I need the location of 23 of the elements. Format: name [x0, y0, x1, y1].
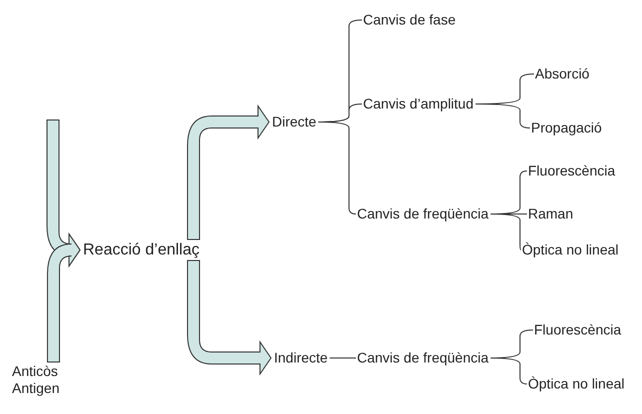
node-label: Fluorescència — [528, 162, 616, 180]
node-label: Canvis d’amplitud — [363, 96, 474, 112]
brace-line — [490, 358, 528, 384]
block-arrow — [187, 106, 270, 240]
node-label: Reacció d’enllaç — [83, 240, 200, 260]
node-label: Òptica no lineal — [528, 376, 625, 392]
brace-line — [490, 214, 522, 250]
node-label: Canvis de freqüència — [357, 350, 489, 366]
node-label: Anticòs — [12, 363, 59, 380]
node-label: Canvis de fase — [363, 12, 456, 28]
block-arrow — [187, 260, 272, 374]
node-label: Propagació — [531, 120, 602, 136]
node-label: Absorció — [535, 66, 590, 82]
node-label: Indirecte — [274, 350, 328, 366]
brace-line — [475, 104, 530, 128]
brace-line — [318, 122, 356, 214]
block-arrow — [46, 234, 80, 362]
node-label: Fluorescència — [534, 322, 622, 338]
node-label: Raman — [528, 206, 574, 222]
node-label: Antigen — [12, 380, 60, 397]
node-label: Canvis de freqüència — [357, 206, 489, 222]
node-label: Directe — [272, 114, 316, 130]
node-label: Òptica no lineal — [522, 242, 619, 258]
